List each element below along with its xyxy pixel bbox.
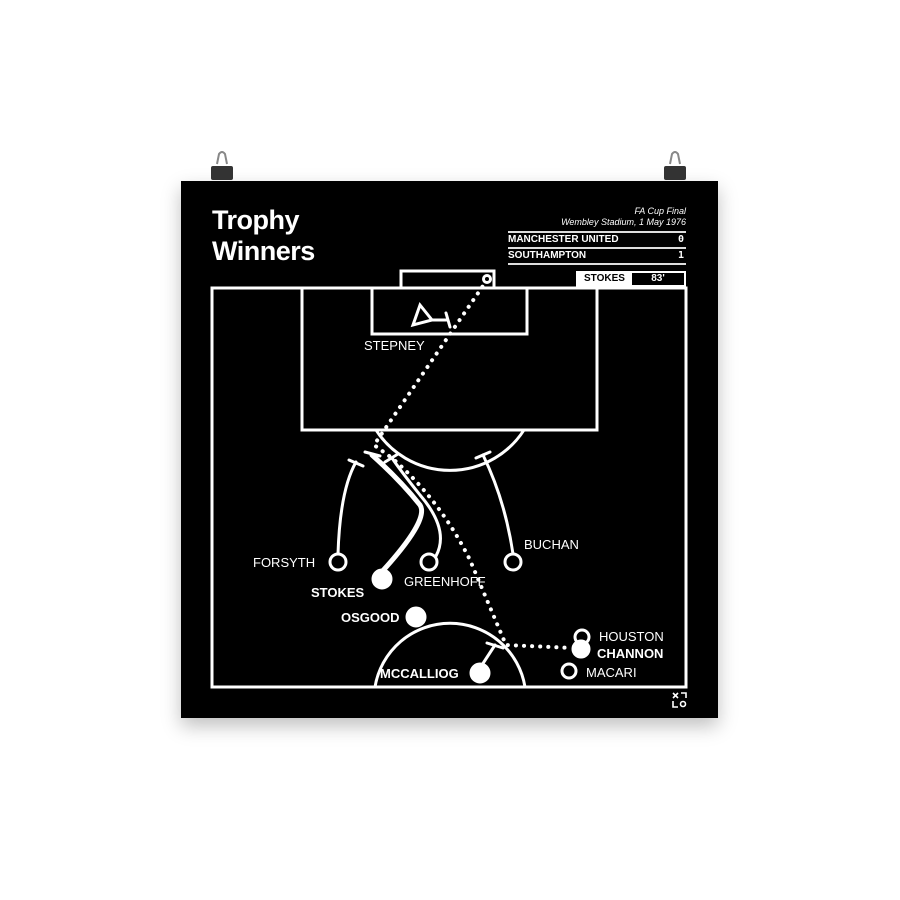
label-mccalliog: MCCALLIOG xyxy=(380,666,459,681)
team-score: 0 xyxy=(677,234,684,245)
run-buchan xyxy=(481,453,515,556)
team-score: 1 xyxy=(677,250,684,261)
binder-clip-icon xyxy=(211,151,233,180)
label-greenhoff: GREENHOFF xyxy=(404,574,486,589)
goal xyxy=(399,269,496,288)
player-forsyth xyxy=(328,552,348,572)
player-buchan xyxy=(503,552,523,572)
player-mccalliog xyxy=(469,662,491,684)
scorer-name: STOKES xyxy=(584,273,625,284)
run-greenhoff xyxy=(390,456,442,558)
team-name: MANCHESTER UNITED xyxy=(508,234,619,245)
label-macari: MACARI xyxy=(586,665,637,680)
team-name: SOUTHAMPTON xyxy=(508,250,587,261)
run-forsyth xyxy=(336,460,358,556)
run-stokes xyxy=(369,452,425,579)
competition: FA Cup Final xyxy=(634,206,686,216)
title-line-2: Winners xyxy=(212,236,315,266)
venue-date: Wembley Stadium, 1 May 1976 xyxy=(561,217,686,227)
goal-scorer-badge: STOKES 83' xyxy=(576,271,686,287)
label-stokes: STOKES xyxy=(311,585,365,600)
match-info: FA Cup Final Wembley Stadium, 1 May 1976 xyxy=(561,206,686,228)
pitch-outline xyxy=(210,286,688,689)
penalty-arc xyxy=(374,429,526,472)
player-channon xyxy=(571,639,591,659)
poster-title: Trophy Winners xyxy=(212,205,315,267)
player-stokes xyxy=(371,568,393,590)
label-osgood: OSGOOD xyxy=(341,610,400,625)
label-buchan: BUCHAN xyxy=(524,537,579,552)
goal-minute: 83' xyxy=(632,273,684,285)
binder-clip-icon xyxy=(664,151,686,180)
score-row-away: SOUTHAMPTON 1 xyxy=(508,247,686,265)
keeper-stepney-icon xyxy=(410,301,452,329)
ball-icon xyxy=(482,274,492,284)
label-stepney: STEPNEY xyxy=(364,338,425,353)
player-osgood xyxy=(405,606,427,628)
score-row-home: MANCHESTER UNITED 0 xyxy=(508,231,686,247)
player-greenhoff xyxy=(419,552,439,572)
title-line-1: Trophy xyxy=(212,205,300,235)
label-channon: CHANNON xyxy=(597,646,663,661)
player-macari xyxy=(560,662,578,680)
label-forsyth: FORSYTH xyxy=(253,555,315,570)
penalty-box xyxy=(300,286,599,432)
center-circle xyxy=(373,621,527,688)
logo-icon xyxy=(672,692,687,708)
label-houston: HOUSTON xyxy=(599,629,664,644)
